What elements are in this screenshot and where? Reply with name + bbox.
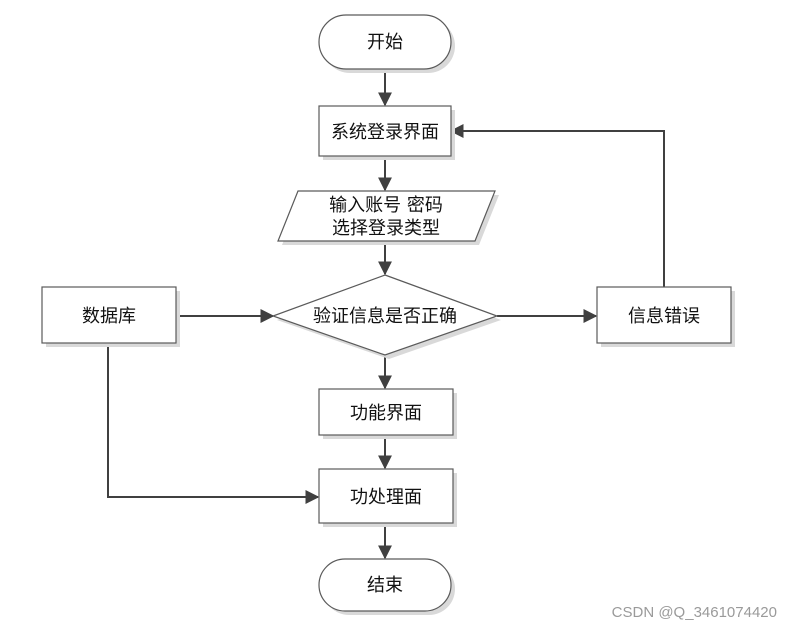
start-label: 开始 [367,32,403,53]
end-label: 结束 [367,575,403,596]
edge-database-process [107,344,320,504]
verify-label: 验证信息是否正确 [313,306,457,327]
input-label-line2: 选择登录类型 [332,218,440,239]
processing-label: 功处理面 [350,487,422,508]
input-label-line1: 输入账号 密码 [329,195,443,216]
end-terminator: 结束 [318,558,455,615]
login-process-box: 系统登录界面 [318,105,455,160]
processing-box: 功处理面 [318,468,457,527]
error-label: 信息错误 [628,306,700,327]
database-label: 数据库 [82,306,136,327]
verify-decision: 验证信息是否正确 [271,274,501,359]
login-label: 系统登录界面 [331,122,439,143]
function-label: 功能界面 [350,403,422,424]
error-box: 信息错误 [596,286,735,347]
function-process-box: 功能界面 [318,388,457,439]
input-data-box: 输入账号 密码 选择登录类型 [277,190,499,245]
watermark: CSDN @Q_3461074420 [612,604,777,621]
edge-error-login [449,124,665,287]
database-box: 数据库 [41,286,180,347]
start-terminator: 开始 [318,14,455,73]
